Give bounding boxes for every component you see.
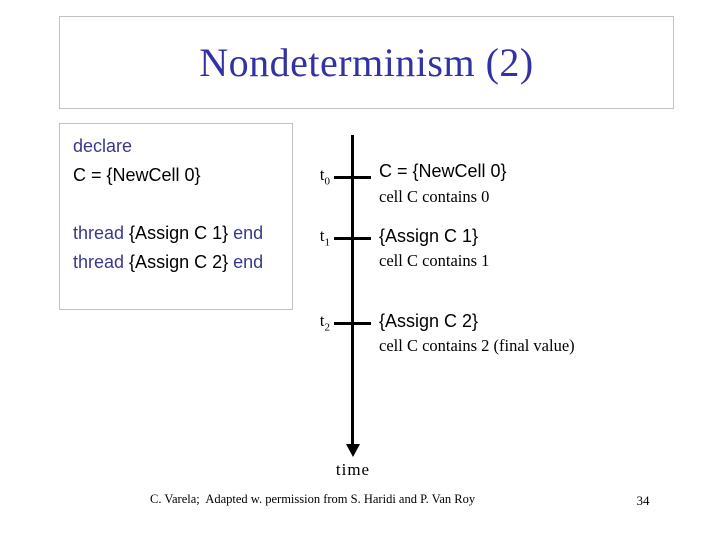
code-blank-line: [73, 190, 292, 219]
keyword-declare: declare: [73, 136, 133, 156]
code-thread-2-body: {Assign C 2}: [124, 252, 234, 272]
arrow-down-icon: [346, 444, 360, 457]
code-line-thread-2: thread {Assign C 2} end: [73, 248, 292, 277]
time-label-t0-base: t: [319, 165, 325, 184]
event-description-t2: cell C contains 2 (final value): [379, 336, 575, 355]
keyword-thread: thread: [73, 223, 125, 243]
event-action-t0: C = {NewCell 0}: [379, 161, 507, 181]
time-label-t2-base: t: [319, 311, 325, 330]
time-axis-label: time: [335, 460, 371, 479]
page-number: 34: [636, 493, 650, 508]
event-action-t2: {Assign C 2}: [379, 311, 479, 331]
timeline-tick-t2: [334, 322, 371, 325]
time-label-t1: t1: [303, 226, 331, 249]
code-thread-1-body: {Assign C 1}: [124, 223, 234, 243]
time-label-t1-sub: 1: [324, 236, 331, 249]
code-line-declare: declare: [73, 132, 292, 161]
event-description-t1: cell C contains 1: [379, 251, 490, 270]
code-line-newcell: C = {NewCell 0}: [73, 165, 201, 185]
keyword-end: end: [233, 252, 264, 272]
footer-credit: C. Varela; Adapted w. permission from S.…: [150, 492, 476, 506]
time-label-t0: t0: [303, 165, 331, 188]
time-label-t1-base: t: [319, 226, 325, 245]
code-box: declare C = {NewCell 0} thread {Assign C…: [59, 123, 293, 310]
time-label-t2: t2: [303, 311, 331, 334]
time-label-t0-sub: 0: [324, 175, 331, 188]
time-label-t2-sub: 2: [324, 321, 331, 334]
event-action-t1: {Assign C 1}: [379, 226, 479, 246]
keyword-end: end: [233, 223, 264, 243]
event-description-t0: cell C contains 0: [379, 187, 490, 206]
code-line-thread-1: thread {Assign C 1} end: [73, 219, 292, 248]
timeline-tick-t0: [334, 176, 371, 179]
time-axis-line: [351, 135, 354, 445]
timeline-tick-t1: [334, 237, 371, 240]
keyword-thread: thread: [73, 252, 125, 272]
title-box: Nondeterminism (2): [59, 16, 674, 109]
slide-title: Nondeterminism (2): [199, 40, 534, 85]
